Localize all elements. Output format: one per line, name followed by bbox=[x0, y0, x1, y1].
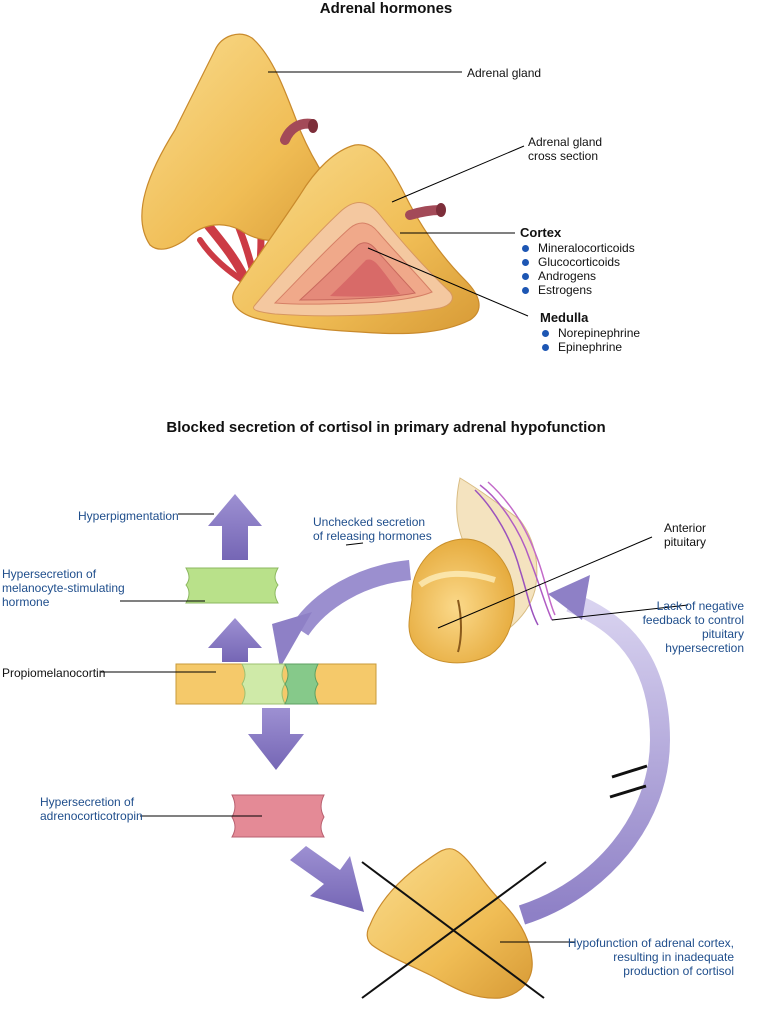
msh-block bbox=[185, 567, 279, 604]
hyperpigmentation-label: Hyperpigmentation bbox=[78, 509, 179, 523]
adrenal-gland-whole bbox=[141, 33, 352, 250]
lack-feedback-label: Lack of negative feedback to control pit… bbox=[642, 599, 744, 655]
acth-label: Hypersecretion of adrenocorticotropin bbox=[40, 795, 143, 823]
medulla-list: Medulla Norepinephrine Epinephrine bbox=[540, 310, 640, 355]
anterior-pituitary-label: Anterior pituitary bbox=[663, 521, 706, 549]
bottom-title: Blocked secretion of cortisol in primary… bbox=[166, 419, 606, 436]
cortex-heading: Cortex bbox=[520, 225, 562, 240]
medulla-item: Norepinephrine bbox=[540, 326, 640, 340]
up-arrows bbox=[208, 494, 262, 662]
medulla-heading: Medulla bbox=[540, 310, 589, 325]
propiomelanocortin-bar bbox=[175, 663, 377, 705]
cortex-item: Estrogens bbox=[520, 283, 635, 297]
cortex-item: Mineralocorticoids bbox=[520, 241, 635, 255]
cortex-list: Cortex Mineralocorticoids Glucocorticoid… bbox=[520, 225, 635, 298]
msh-label: Hypersecretion of melanocyte-stimulating… bbox=[2, 567, 125, 609]
hypofunction-label: Hypofunction of adrenal cortex, resultin… bbox=[567, 936, 734, 978]
cross-section-label: Adrenal gland cross section bbox=[528, 135, 603, 163]
anterior-pituitary-illustration bbox=[408, 477, 556, 664]
cortex-item: Androgens bbox=[520, 269, 635, 283]
feedback-arrowhead bbox=[548, 575, 590, 620]
medulla-item: Epinephrine bbox=[540, 340, 640, 354]
adrenal-gland-illustration bbox=[141, 33, 480, 335]
adrenal-gland-hypofunction bbox=[361, 848, 547, 999]
down-arrow-acth bbox=[248, 708, 304, 770]
acth-block bbox=[231, 794, 325, 838]
unchecked-secretion-label: Unchecked secretion of releasing hormone… bbox=[313, 515, 432, 543]
arrow-acth-to-adrenal bbox=[290, 846, 364, 912]
adrenal-gland-label: Adrenal gland bbox=[467, 66, 542, 80]
cortex-item: Glucocorticoids bbox=[520, 255, 635, 269]
top-title: Adrenal hormones bbox=[319, 0, 453, 17]
releasing-hormone-arrow bbox=[291, 560, 412, 636]
feedback-arc bbox=[518, 592, 671, 925]
propiomelanocortin-label: Propiomelanocortin bbox=[2, 666, 106, 680]
